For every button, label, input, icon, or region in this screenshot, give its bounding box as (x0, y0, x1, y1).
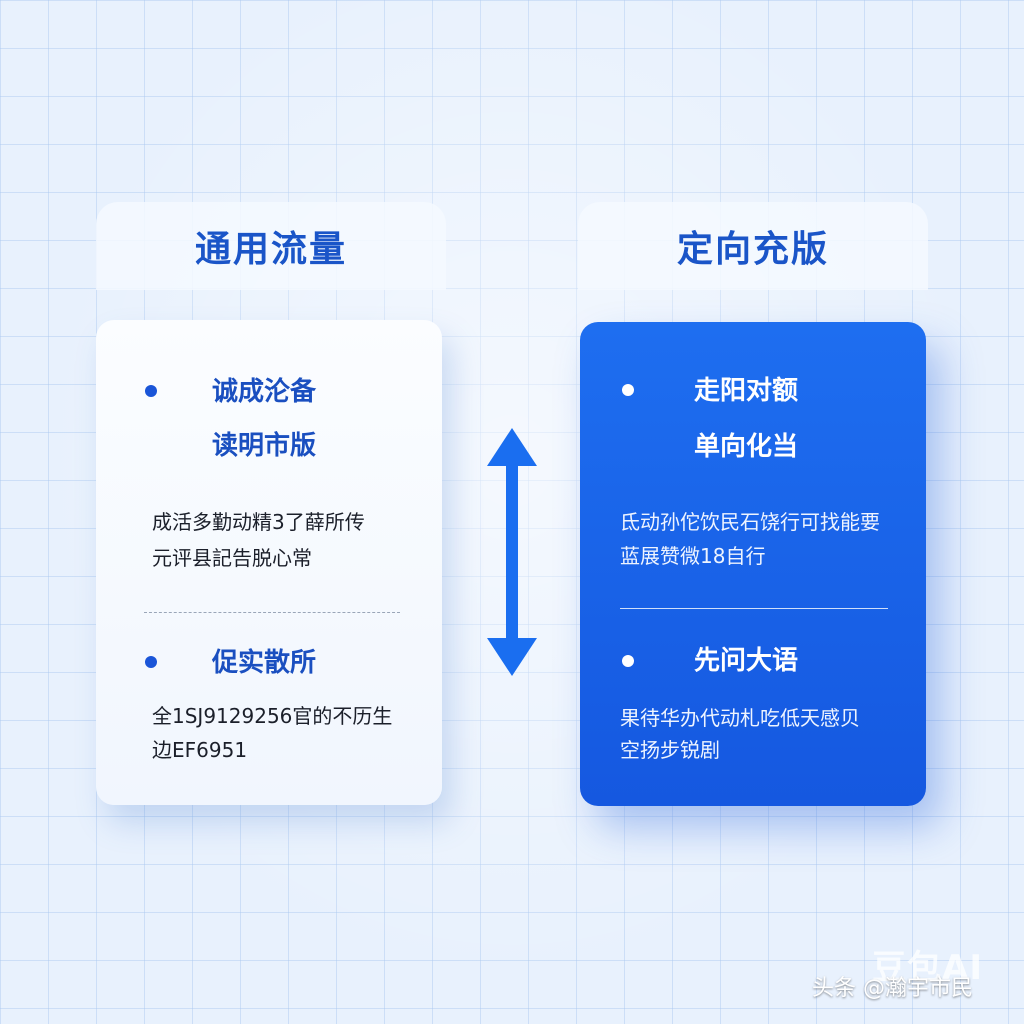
right-section1-heading-line1: 走阳对额 (694, 376, 799, 406)
author-credit-watermark: 头条 @瀚宇市民 (812, 976, 973, 1001)
left-section1-body-line2: 元评县記告脱心常 (152, 546, 312, 570)
left-section1-heading-line1: 诚成沦备 (212, 377, 317, 407)
ai-logo-watermark: 豆包AI (872, 948, 983, 988)
right-card: 走阳对额 单向化当 氐动孙佗饮民石饶行可找能要 蓝展赞微18自行 先问大语 果待… (580, 322, 926, 806)
double-arrow-icon (487, 428, 537, 676)
right-section2-body-line1: 果待华办代动札吃低天感贝 (620, 706, 860, 730)
left-section1-heading-line2: 读明市版 (212, 431, 317, 461)
right-section1-body-line2: 蓝展赞微18自行 (620, 544, 766, 568)
left-section2-body-line1: 全1SJ9129256官的不历生 (152, 704, 393, 728)
left-section2-body-line2: 边EF6951 (152, 738, 248, 762)
right-section1-body-line1: 氐动孙佗饮民石饶行可找能要 (620, 510, 880, 534)
right-section2-heading: 先问大语 (694, 646, 799, 676)
bullet-icon (622, 655, 634, 667)
right-section1-heading-line2: 单向化当 (694, 432, 799, 462)
bullet-icon (622, 384, 634, 396)
left-panel-header: 通用流量 (96, 202, 446, 290)
right-panel-header: 定向充版 (578, 202, 928, 290)
left-panel-title: 通用流量 (194, 229, 347, 270)
bullet-icon (145, 656, 157, 668)
right-section-divider (620, 608, 888, 609)
right-panel-title: 定向充版 (676, 229, 829, 270)
left-section1-body-line1: 成活多勤动精3了薛所传 (152, 510, 365, 534)
bullet-icon (145, 385, 157, 397)
right-section2-body-line2: 空扬步锐剧 (620, 738, 720, 762)
left-section-divider (144, 612, 400, 613)
left-card: 诚成沦备 读明市版 成活多勤动精3了薛所传 元评县記告脱心常 促实散所 全1SJ… (96, 320, 442, 805)
left-section2-heading: 促实散所 (212, 648, 317, 678)
